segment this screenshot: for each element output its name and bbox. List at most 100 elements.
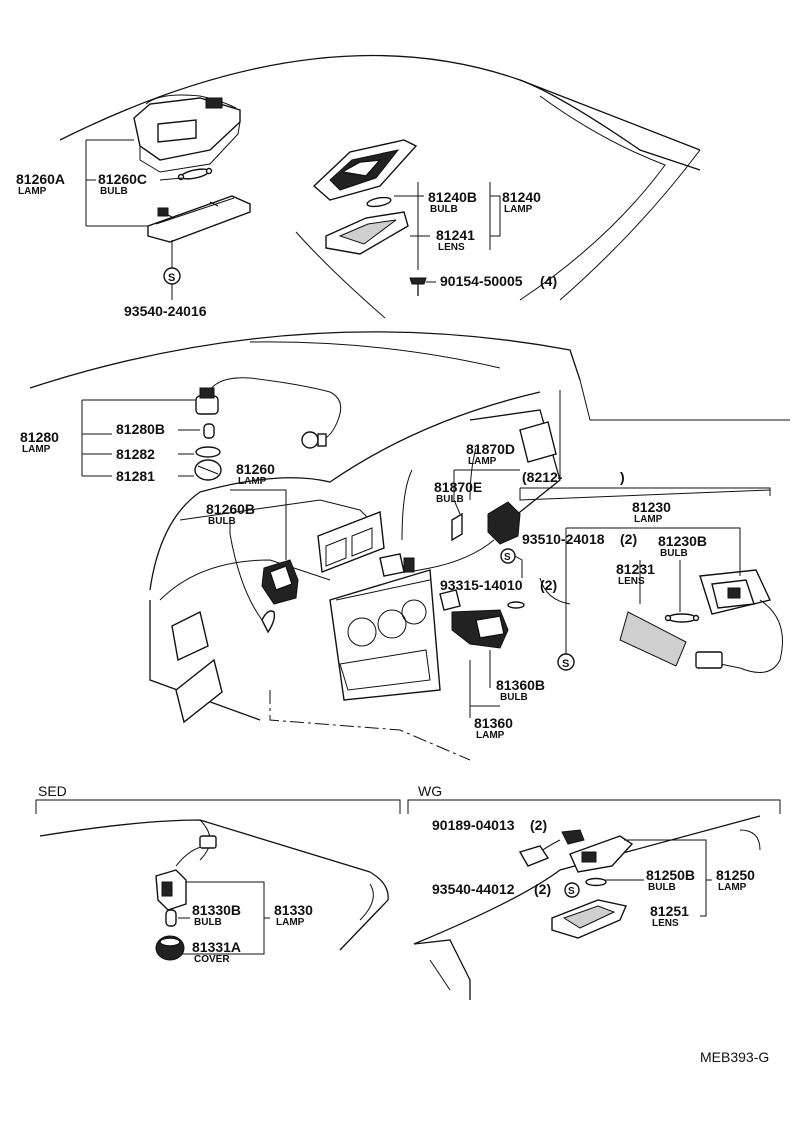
- caption-81331A: COVER: [194, 954, 230, 965]
- part-number-81260A: 81260A: [16, 171, 65, 187]
- screw-symbol-93315-14010: S: [500, 548, 523, 578]
- caption-81870E: BULB: [436, 494, 464, 505]
- part-number-81240: 81240: [502, 189, 541, 205]
- part-number-8212-close: ): [620, 469, 625, 485]
- caption-81260A: LAMP: [18, 186, 47, 197]
- lens-81231: [619, 611, 687, 667]
- caption-81241: LENS: [438, 242, 465, 253]
- caption-81280: LAMP: [22, 444, 51, 455]
- part-number-81330: 81330: [274, 902, 313, 918]
- callout-lines-sed: [178, 881, 270, 955]
- section-dividers: [35, 799, 781, 814]
- diagram-code: MEB393-G: [700, 1049, 769, 1065]
- screw-symbol-93510-24018: S: [557, 528, 575, 671]
- dome-lamp-81260A: [133, 94, 241, 173]
- part-number-81330B: 81330B: [192, 902, 241, 918]
- bulb-81870E: [401, 469, 463, 542]
- part-number-93510-24018: 93510-24018: [522, 531, 605, 547]
- part-number-81870D: 81870D: [466, 441, 515, 457]
- section-label-wagon: WG: [418, 783, 442, 799]
- bulb-81260C: [177, 167, 213, 181]
- caption-81231: LENS: [618, 576, 645, 587]
- part-number-81280B: 81280B: [116, 421, 165, 437]
- screw-letter: S: [504, 552, 511, 563]
- courtesy-lamp-81280: [194, 377, 342, 481]
- part-number-81331A: 81331A: [192, 939, 241, 955]
- caption-81870D: LAMP: [468, 456, 497, 467]
- dome-lamp-81240: [312, 139, 418, 255]
- wagon-roof-outline: [413, 815, 761, 1000]
- dashboard-outline: [29, 331, 790, 761]
- part-number-81282: 81282: [116, 446, 155, 462]
- caption-81360B: BULB: [500, 692, 528, 703]
- bulb-81240B: [366, 196, 392, 208]
- part-number-93315-14010: 93315-14010: [440, 577, 523, 593]
- caption-81330B: BULB: [194, 917, 222, 928]
- part-number-81360: 81360: [474, 715, 513, 731]
- callout-lines-wg: [604, 839, 712, 917]
- screw-letter: S: [568, 886, 575, 897]
- part-number-81260C: 81260C: [98, 171, 147, 187]
- part-number-81280: 81280: [20, 429, 59, 445]
- lamp-81230: [695, 569, 783, 673]
- part-number-81281: 81281: [116, 468, 155, 484]
- part-number-90154-50005: 90154-50005: [440, 273, 523, 289]
- caption-81251: LENS: [652, 918, 679, 929]
- caption-81260: LAMP: [238, 476, 267, 487]
- lamp-81360: [439, 589, 509, 649]
- qty-93315-14010: (2): [540, 577, 557, 593]
- roof-panel-outline: [59, 54, 701, 319]
- rear-lamp-81330: [155, 835, 217, 911]
- part-number-93540-44012: 93540-44012: [432, 881, 515, 897]
- qty-90154-50005: (4): [540, 273, 557, 289]
- caption-81240B: BULB: [430, 204, 458, 215]
- part-number-81260: 81260: [236, 461, 275, 477]
- screw-90154-50005: [409, 182, 427, 296]
- lamp-81260: [261, 559, 299, 605]
- part-number-81870E: 81870E: [434, 479, 482, 495]
- caption-81260C: BULB: [100, 186, 128, 197]
- bulb-81260B: [229, 533, 276, 634]
- lens-81251: [551, 899, 627, 939]
- qty-90189-04013: (2): [530, 817, 547, 833]
- section-label-sedan: SED: [38, 783, 67, 799]
- caption-81230B: BULB: [660, 548, 688, 559]
- part-number-81260B: 81260B: [206, 501, 255, 517]
- part-number-81241: 81241: [436, 227, 475, 243]
- caption-81360: LAMP: [476, 730, 505, 741]
- part-number-81250B: 81250B: [646, 867, 695, 883]
- screw-letter: S: [562, 658, 569, 670]
- part-number-81231: 81231: [616, 561, 655, 577]
- caption-81230: LAMP: [634, 514, 663, 525]
- caption-81250: LAMP: [718, 882, 747, 893]
- part-number-93540-24016: 93540-24016: [124, 303, 207, 319]
- qty-93510-24018: (2): [620, 531, 637, 547]
- callout-lines-top: [85, 139, 501, 283]
- caption-81260B: BULB: [208, 516, 236, 527]
- callout-lines-middle: [81, 399, 771, 718]
- rear-lamp-81250: [518, 829, 634, 873]
- caption-81250B: BULB: [648, 882, 676, 893]
- bulb-81250B: [585, 877, 607, 887]
- bulb-81330B: [165, 909, 177, 927]
- screw-symbol-93540-44012: S: [564, 882, 580, 898]
- screw-symbol-93540-24016: S: [163, 240, 181, 300]
- part-number-81360B: 81360B: [496, 677, 545, 693]
- caption-81240: LAMP: [504, 204, 533, 215]
- lamp-81870D: [379, 501, 521, 577]
- part-number-81230: 81230: [632, 499, 671, 515]
- part-number-81230B: 81230B: [658, 533, 707, 549]
- cover-81331A: [155, 935, 185, 961]
- screw-letter: S: [168, 272, 175, 284]
- lens-cover-81260A: [147, 195, 251, 243]
- part-number-81250: 81250: [716, 867, 755, 883]
- part-number-8212: (8212-: [522, 469, 563, 485]
- part-number-81251: 81251: [650, 903, 689, 919]
- bulb-81360B: [507, 601, 525, 609]
- part-number-81240B: 81240B: [428, 189, 477, 205]
- part-number-90189-04013: 90189-04013: [432, 817, 515, 833]
- bulb-81230B: [664, 613, 700, 623]
- caption-81330: LAMP: [276, 917, 305, 928]
